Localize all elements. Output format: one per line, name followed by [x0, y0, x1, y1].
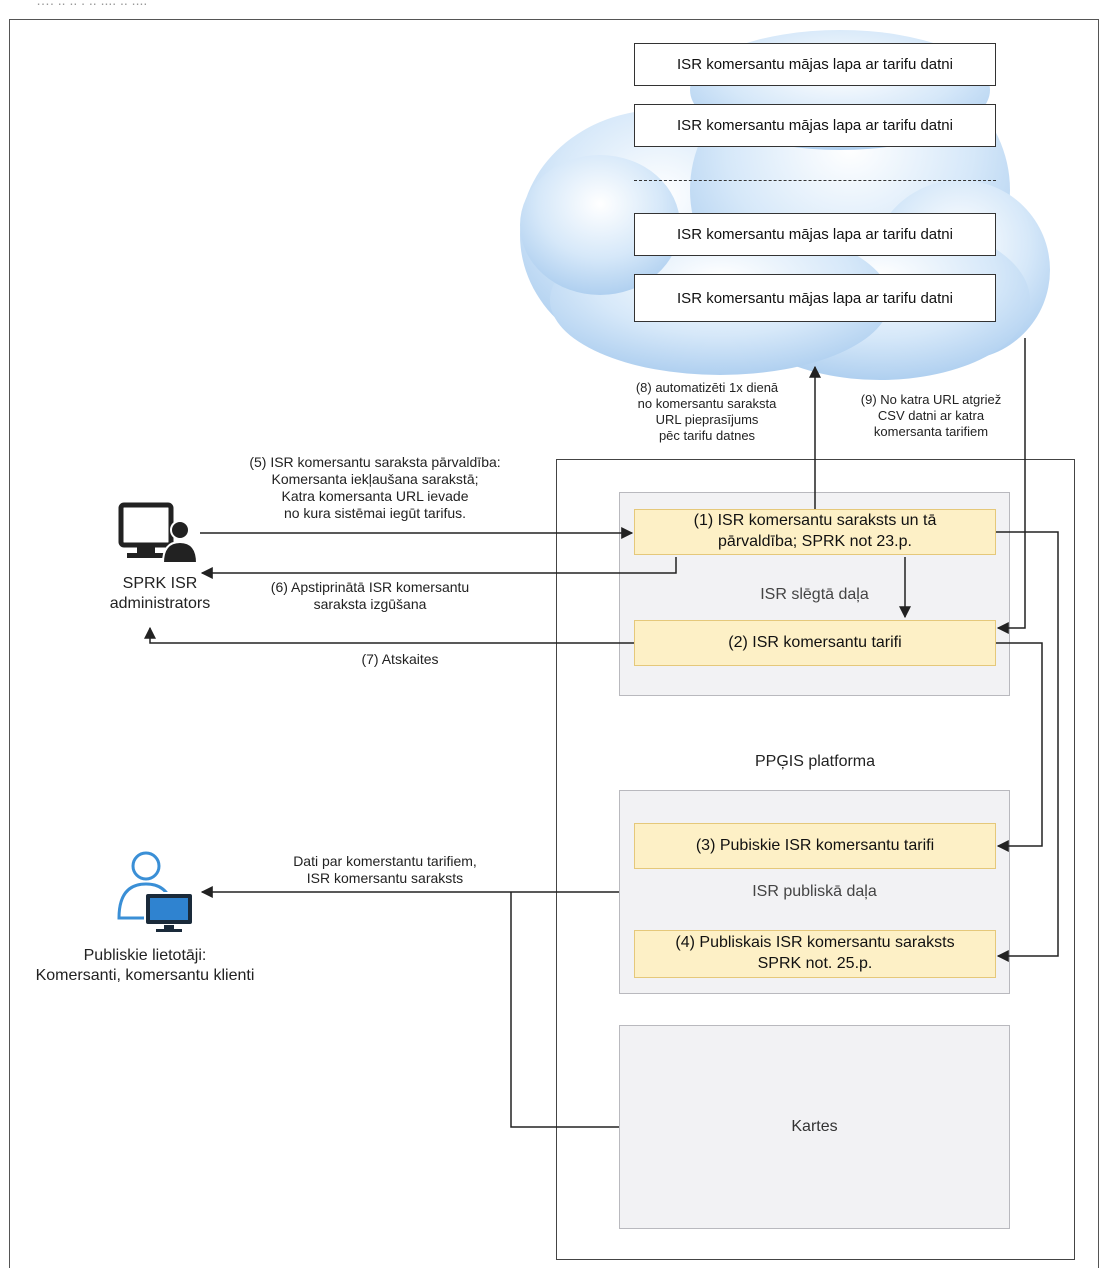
- component-1-line-1: (1) ISR komersantu saraksts un tā: [693, 512, 937, 530]
- flow-9-line-2: CSV datni ar katra: [877, 407, 985, 423]
- component-2-label: (2) ISR komersantu tarifi: [728, 633, 902, 651]
- maps-area: Kartes: [619, 1025, 1010, 1229]
- component-4-line-1: (4) Publiskais ISR komersantu saraksts: [675, 934, 955, 952]
- merchant-website-3-label: ISR komersantu mājas lapa ar tarifu datn…: [677, 226, 953, 243]
- flow-8-line-1: (8) automatizēti 1x dienā: [635, 380, 779, 395]
- admin-computer-user-icon: [118, 502, 199, 564]
- component-2-merchant-tariffs: (2) ISR komersantu tarifi: [634, 620, 996, 666]
- flow-9-line-3: komersanta tarifiem: [873, 423, 989, 439]
- cloud-separator-dashed: [634, 180, 996, 181]
- component-4-public-merchant-list: (4) Publiskais ISR komersantu saraksts S…: [634, 930, 996, 978]
- flow-9-line-1: (9) No katra URL atgriež: [860, 392, 1002, 407]
- public-users-label-line-1: Publiskie lietotāji:: [83, 947, 207, 964]
- merchant-website-2: ISR komersantu mājas lapa ar tarifu datn…: [634, 104, 996, 147]
- admin-label: SPRK ISR administrators: [80, 574, 240, 613]
- merchant-website-1-label: ISR komersantu mājas lapa ar tarifu datn…: [677, 56, 953, 73]
- flow-5-line-3: Katra komersanta URL ievade: [281, 488, 469, 505]
- closed-area-label: ISR slēgtā daļa: [760, 586, 869, 603]
- flow-c1-to-c4-arrow: [996, 531, 1059, 962]
- public-user-monitor-icon: [117, 851, 194, 932]
- merchant-website-2-label: ISR komersantu mājas lapa ar tarifu datn…: [677, 117, 953, 134]
- page-frame-left: [9, 19, 10, 1268]
- component-1-line-2: pārvaldība; SPRK not 23.p.: [718, 533, 912, 550]
- flow-8-line-2: no komersantu saraksta: [637, 395, 777, 411]
- flow-9-arrow: [996, 338, 1026, 634]
- flow-7-arrow: [144, 626, 634, 644]
- admin-label-line-2: administrators: [109, 594, 211, 612]
- flow-6-line-1: (6) Apstiprinātā ISR komersantu: [270, 579, 470, 595]
- component-1-merchant-list: (1) ISR komersantu saraksts un tā pārval…: [634, 509, 996, 555]
- public-data-line-2: ISR komersantu saraksts: [306, 870, 464, 887]
- component-3-public-tariffs: (3) Pubiskie ISR komersantu tarifi: [634, 823, 996, 869]
- merchant-website-1: ISR komersantu mājas lapa ar tarifu datn…: [634, 43, 996, 86]
- page-frame-top: [9, 19, 1099, 20]
- flow-5-line-4: no kura sistēmai iegūt tarifus.: [283, 505, 467, 522]
- flow-8-label: (8) automatizēti 1x dienā no komersantu …: [612, 380, 802, 443]
- merchant-website-3: ISR komersantu mājas lapa ar tarifu datn…: [634, 213, 996, 256]
- page-frame-right: [1098, 19, 1099, 1268]
- flow-5-line-1: (5) ISR komersantu saraksta pārvaldība:: [249, 454, 501, 470]
- public-data-flow-label: Dati par komerstantu tarifiem, ISR komer…: [255, 853, 515, 887]
- public-users-label: Publiskie lietotāji: Komersanti, komersa…: [20, 946, 270, 985]
- flow-5-label: (5) ISR komersantu saraksta pārvaldība: …: [200, 454, 550, 522]
- component-3-label: (3) Pubiskie ISR komersantu tarifi: [695, 836, 935, 854]
- platform-name-label: PPĢIS platforma: [754, 753, 876, 770]
- flow-8-line-3: URL pieprasījums: [655, 411, 759, 427]
- flow-6-line-2: saraksta izgūšana: [313, 596, 427, 613]
- admin-label-line-1: SPRK ISR: [122, 575, 198, 592]
- flow-8-line-4: pēc tarifu datnes: [658, 427, 756, 443]
- public-data-line-1: Dati par komerstantu tarifiem,: [293, 853, 477, 869]
- public-users-label-line-2: Komersanti, komersantu klienti: [35, 966, 255, 984]
- caption-fragment: …. .. .. . .. .... .. ....: [36, 0, 148, 8]
- public-area-label: ISR publiskā daļa: [752, 883, 877, 900]
- flow-maps-line: [510, 892, 619, 1128]
- flow-6-arrow: [200, 557, 677, 579]
- flow-7-label: (7) Atskaites: [361, 651, 439, 667]
- merchant-website-4: ISR komersantu mājas lapa ar tarifu datn…: [634, 274, 996, 322]
- maps-label: Kartes: [791, 1118, 838, 1135]
- flow-c2-to-c3-arrow: [996, 642, 1043, 852]
- merchant-website-4-label: ISR komersantu mājas lapa ar tarifu datn…: [677, 289, 953, 307]
- flow-9-label: (9) No katra URL atgriež CSV datni ar ka…: [836, 392, 1026, 440]
- flow-5-line-2: Komersanta iekļaušana sarakstā;: [271, 471, 479, 488]
- component-4-line-2: SPRK not. 25.p.: [757, 955, 873, 972]
- flow-6-label: (6) Apstiprinātā ISR komersantu saraksta…: [230, 579, 510, 613]
